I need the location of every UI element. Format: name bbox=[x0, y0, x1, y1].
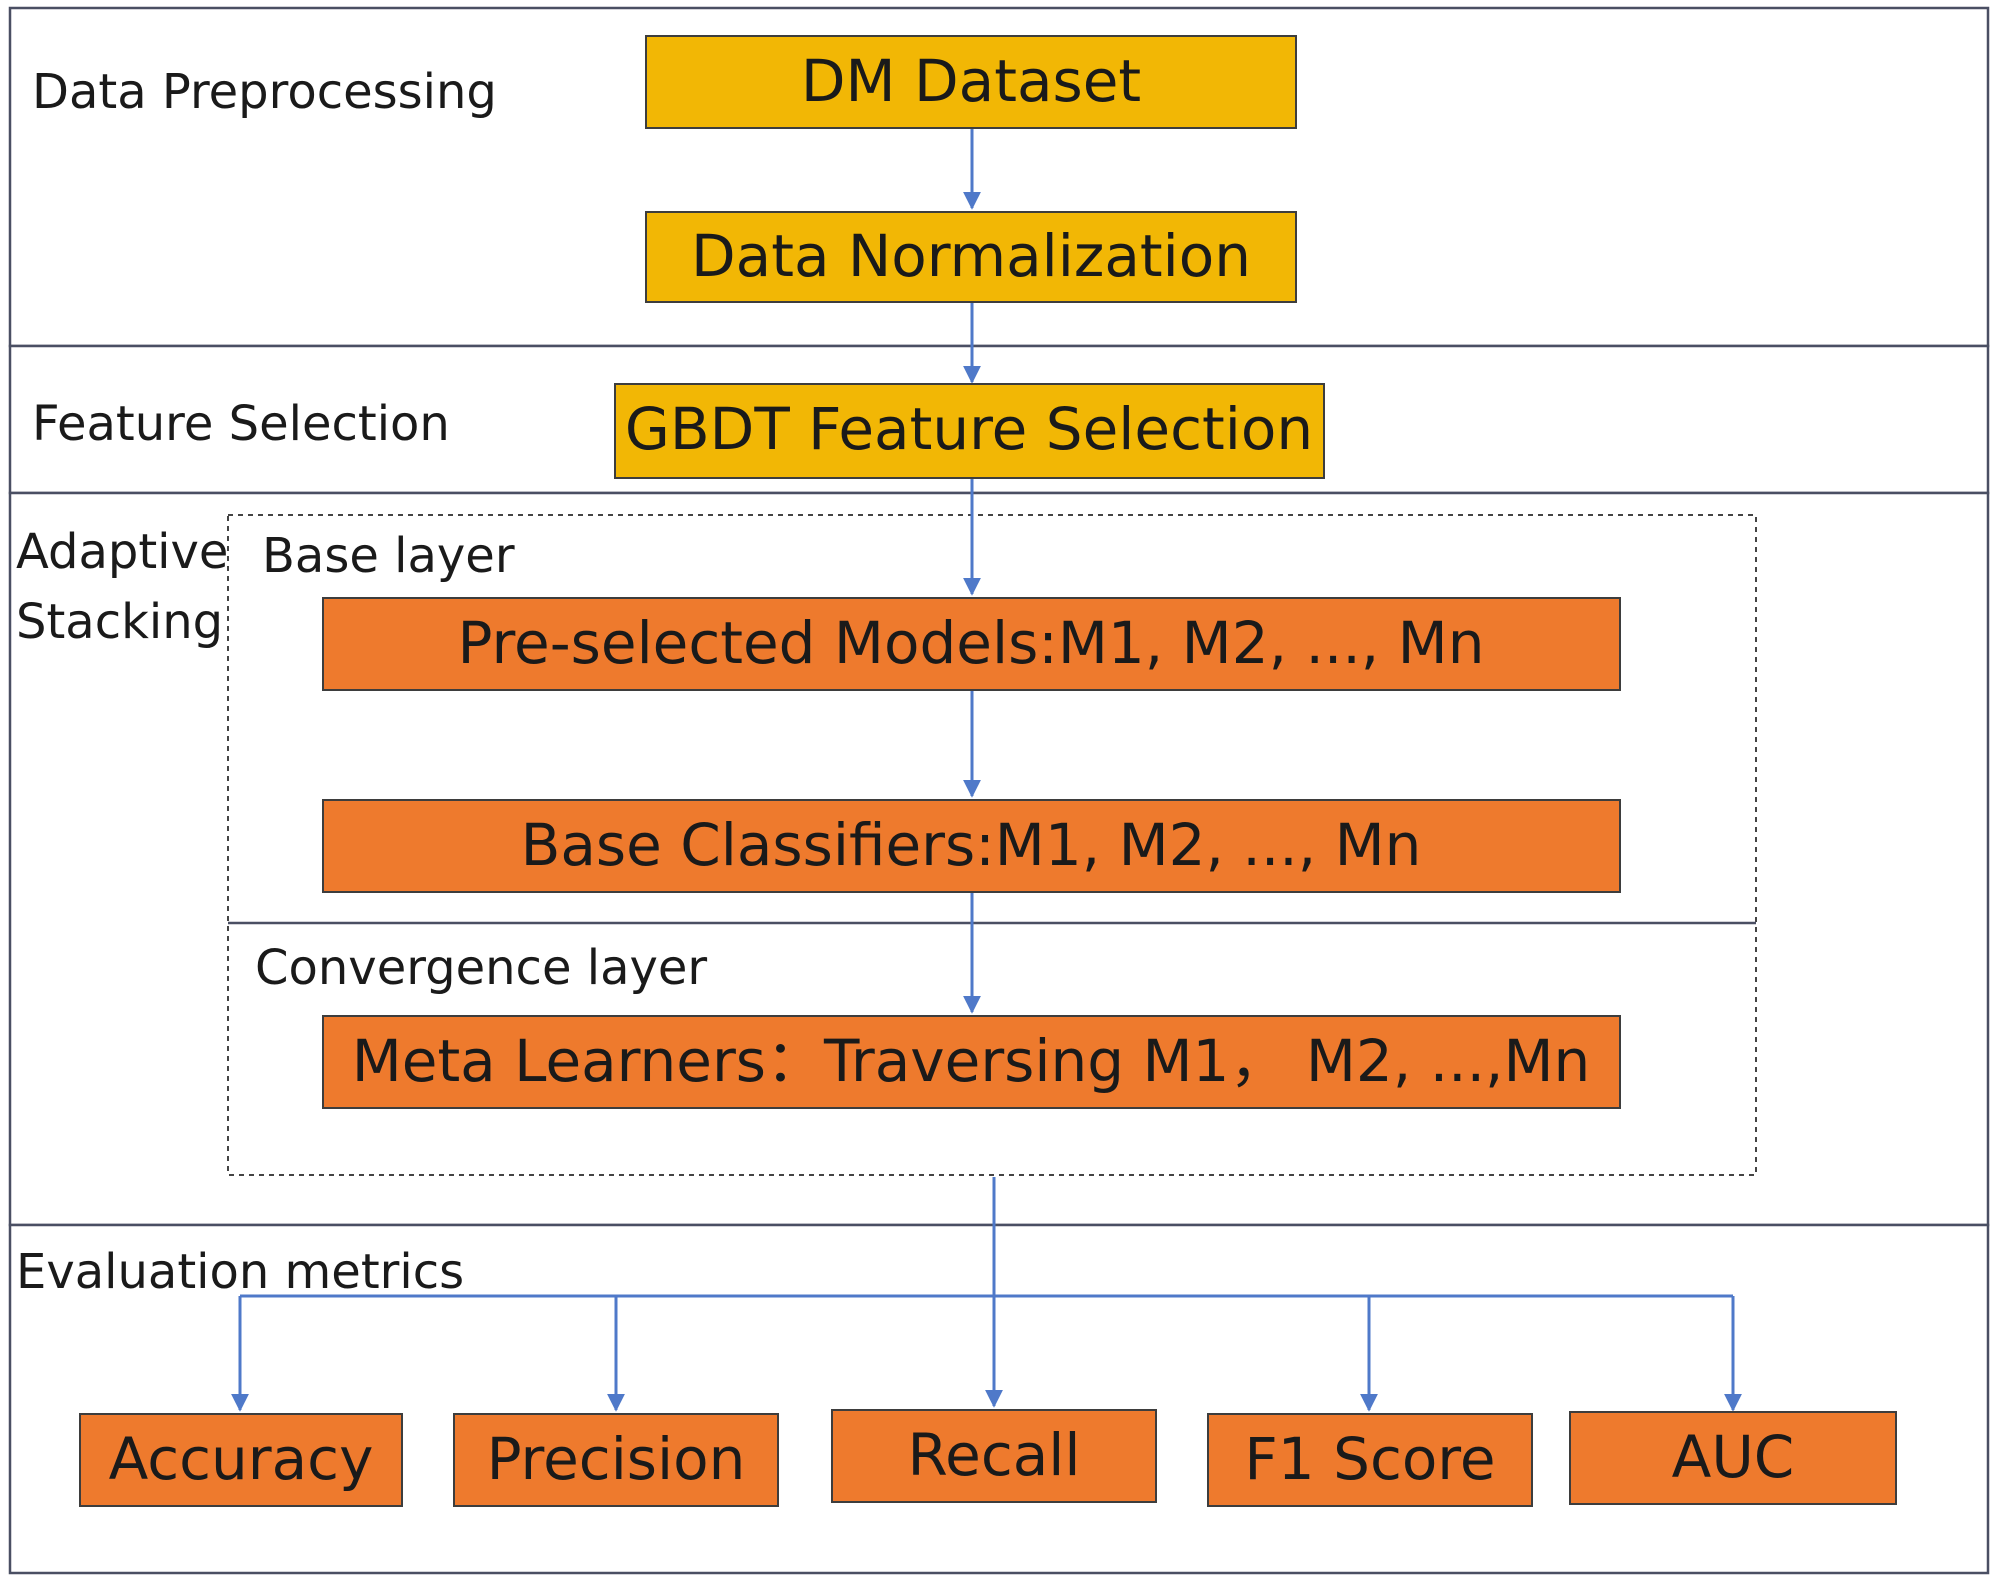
stacking-container bbox=[227, 514, 1757, 1176]
section-label-evaluation: Evaluation metrics bbox=[16, 1244, 464, 1300]
node-normalization-box bbox=[645, 211, 1297, 303]
node-normalization: Data Normalization bbox=[691, 222, 1251, 290]
metric-recall-box bbox=[831, 1409, 1157, 1503]
metric-recall: Recall bbox=[907, 1421, 1080, 1489]
node-base-classifiers: Base Classifiers:M1, M2, ..., Mn bbox=[521, 811, 1422, 879]
metric-precision: Precision bbox=[487, 1425, 746, 1493]
section-label-preprocessing: Data Preprocessing bbox=[32, 64, 497, 120]
node-base-classifiers-box bbox=[322, 799, 1621, 893]
section-label-adaptive: Adaptive bbox=[16, 524, 228, 580]
metric-auc: AUC bbox=[1672, 1423, 1795, 1491]
metric-f1: F1 Score bbox=[1244, 1425, 1495, 1493]
node-gbdt: GBDT Feature Selection bbox=[625, 395, 1313, 463]
section-label-feature-selection: Feature Selection bbox=[32, 396, 450, 452]
metric-f1-box bbox=[1207, 1413, 1533, 1507]
node-dm-dataset-box bbox=[645, 35, 1297, 129]
node-meta-learners: Meta Learners：Traversing M1， M2, ...,Mn bbox=[352, 1027, 1591, 1095]
layer-label-convergence: Convergence layer bbox=[255, 940, 707, 996]
metric-accuracy: Accuracy bbox=[109, 1425, 374, 1493]
node-dm-dataset: DM Dataset bbox=[801, 47, 1141, 115]
node-preselected: Pre-selected Models:M1, M2, ..., Mn bbox=[458, 609, 1485, 677]
node-preselected-box bbox=[322, 597, 1621, 691]
node-gbdt-box bbox=[614, 383, 1325, 479]
layer-label-base: Base layer bbox=[262, 528, 515, 584]
metric-accuracy-box bbox=[79, 1413, 403, 1507]
section-label-stacking: Stacking bbox=[16, 594, 223, 650]
node-meta-learners-box bbox=[322, 1015, 1621, 1109]
metric-auc-box bbox=[1569, 1411, 1897, 1505]
metric-precision-box bbox=[453, 1413, 779, 1507]
